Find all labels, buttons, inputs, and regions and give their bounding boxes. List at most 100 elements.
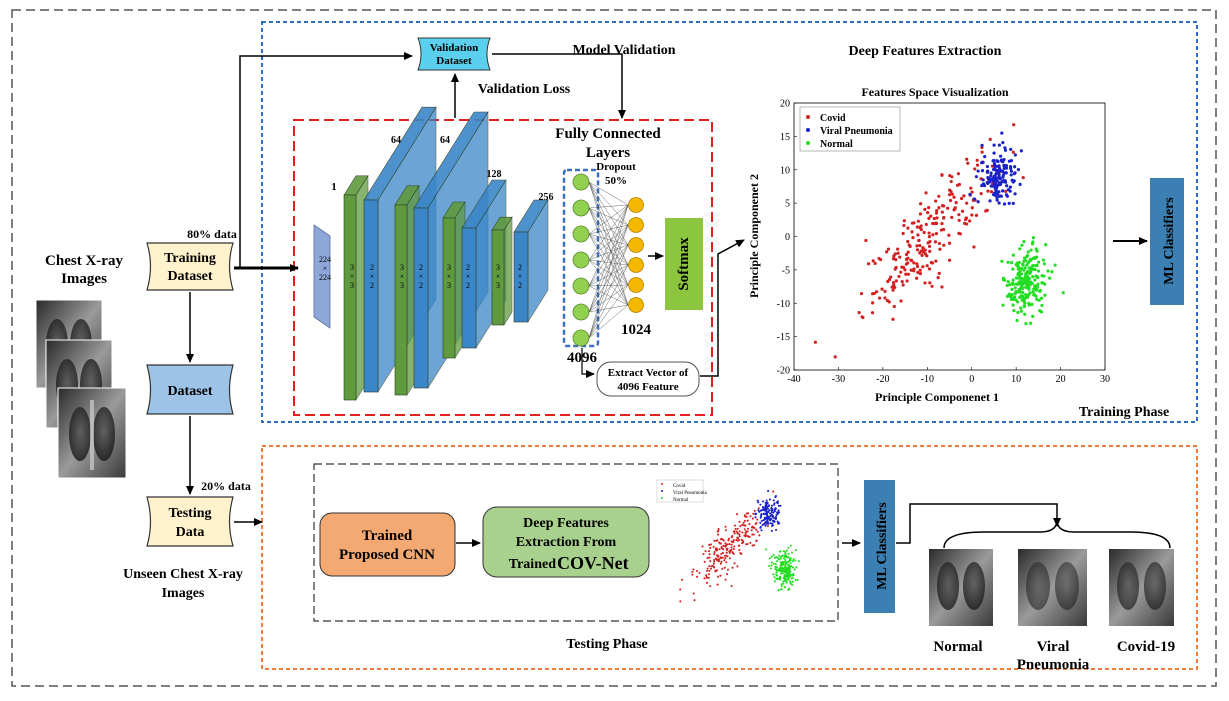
data-point xyxy=(935,216,939,220)
data-point xyxy=(1001,179,1005,183)
data-point xyxy=(720,545,723,549)
data-point xyxy=(859,291,864,296)
fc4096-dashed-box xyxy=(562,168,600,348)
data-point xyxy=(912,261,916,265)
data-point xyxy=(893,252,897,256)
data-point xyxy=(751,533,754,536)
data-point xyxy=(691,570,694,574)
ml-classifiers-testing-box xyxy=(864,480,895,613)
pool-label: 2 xyxy=(518,263,522,272)
data-point xyxy=(717,528,720,531)
data-point xyxy=(791,583,794,586)
data-point xyxy=(992,161,997,166)
data-point xyxy=(794,549,797,552)
data-point xyxy=(768,564,771,567)
data-point xyxy=(940,204,945,208)
ml-classifiers-training-box xyxy=(1150,178,1184,305)
y-tick-label: -5 xyxy=(782,265,790,276)
data-point xyxy=(768,498,772,501)
data-point xyxy=(732,548,735,551)
data-point xyxy=(923,207,927,211)
pool-label: 2 xyxy=(370,263,374,272)
data-point xyxy=(705,576,708,579)
extract-label-2: 4096 Feature xyxy=(617,381,678,393)
data-point xyxy=(766,524,769,528)
data-point xyxy=(1008,282,1012,287)
data-point xyxy=(1030,242,1035,246)
data-point xyxy=(1016,310,1020,315)
data-point xyxy=(901,283,905,287)
data-point xyxy=(789,544,792,547)
data-point xyxy=(765,503,768,506)
pool-label: 2 xyxy=(518,281,522,290)
data-point xyxy=(1007,201,1011,205)
data-point xyxy=(724,542,727,545)
data-point xyxy=(794,559,797,562)
data-point xyxy=(745,512,748,515)
data-point xyxy=(766,511,769,514)
data-point xyxy=(890,285,894,289)
data-point xyxy=(775,560,779,563)
data-point xyxy=(720,552,723,555)
data-point xyxy=(937,194,941,198)
data-point xyxy=(939,228,944,232)
data-point xyxy=(1007,292,1011,296)
data-point xyxy=(975,163,980,167)
testing-phase-label: Testing Phase xyxy=(566,637,648,652)
data-point xyxy=(929,214,933,218)
data-point xyxy=(733,524,737,527)
data-point xyxy=(880,287,884,291)
data-point xyxy=(866,262,871,266)
data-point xyxy=(1011,253,1015,257)
data-point xyxy=(733,562,736,565)
data-point xyxy=(781,567,785,570)
data-point xyxy=(871,301,875,305)
data-point xyxy=(886,247,891,251)
data-point xyxy=(742,524,745,527)
training-dataset-box xyxy=(146,242,234,291)
data-point xyxy=(931,233,935,237)
data-point xyxy=(918,251,922,255)
data-point xyxy=(760,519,763,522)
data-point xyxy=(783,560,786,563)
data-point xyxy=(902,223,906,228)
data-point xyxy=(997,143,1002,147)
data-point xyxy=(765,548,768,551)
pool-label: 2 xyxy=(370,281,374,290)
data-point xyxy=(987,180,992,184)
legend-label: Normal xyxy=(820,139,853,150)
data-point xyxy=(763,507,766,510)
data-point xyxy=(1005,283,1009,288)
data-point xyxy=(921,246,925,250)
data-point xyxy=(791,566,794,569)
data-point xyxy=(915,276,919,280)
data-point xyxy=(1014,298,1018,302)
data-point xyxy=(1024,278,1028,282)
data-point xyxy=(891,317,895,321)
data-point xyxy=(743,528,746,531)
data-point xyxy=(784,564,787,567)
data-point xyxy=(992,143,996,147)
data-point xyxy=(786,578,790,581)
data-point xyxy=(713,566,716,569)
data-point xyxy=(777,504,780,507)
y-tick-label: 5 xyxy=(785,199,790,210)
data-point xyxy=(1053,263,1057,267)
data-point xyxy=(757,501,760,504)
kernel-label: × xyxy=(447,272,452,281)
kernel-label: 3 xyxy=(496,263,500,272)
data-point xyxy=(735,530,738,533)
data-point xyxy=(1018,247,1022,251)
data-point xyxy=(778,569,781,572)
dataset-label: Dataset xyxy=(167,384,212,399)
data-point xyxy=(782,582,785,585)
data-point xyxy=(911,236,915,240)
data-point xyxy=(942,215,946,220)
data-point xyxy=(779,588,782,591)
data-point xyxy=(708,565,711,568)
channel-label-3: 64 xyxy=(440,135,450,146)
data-point xyxy=(1026,281,1030,285)
test-split-label: 20% data xyxy=(201,479,251,493)
data-point xyxy=(1000,131,1004,135)
data-point xyxy=(703,560,706,563)
